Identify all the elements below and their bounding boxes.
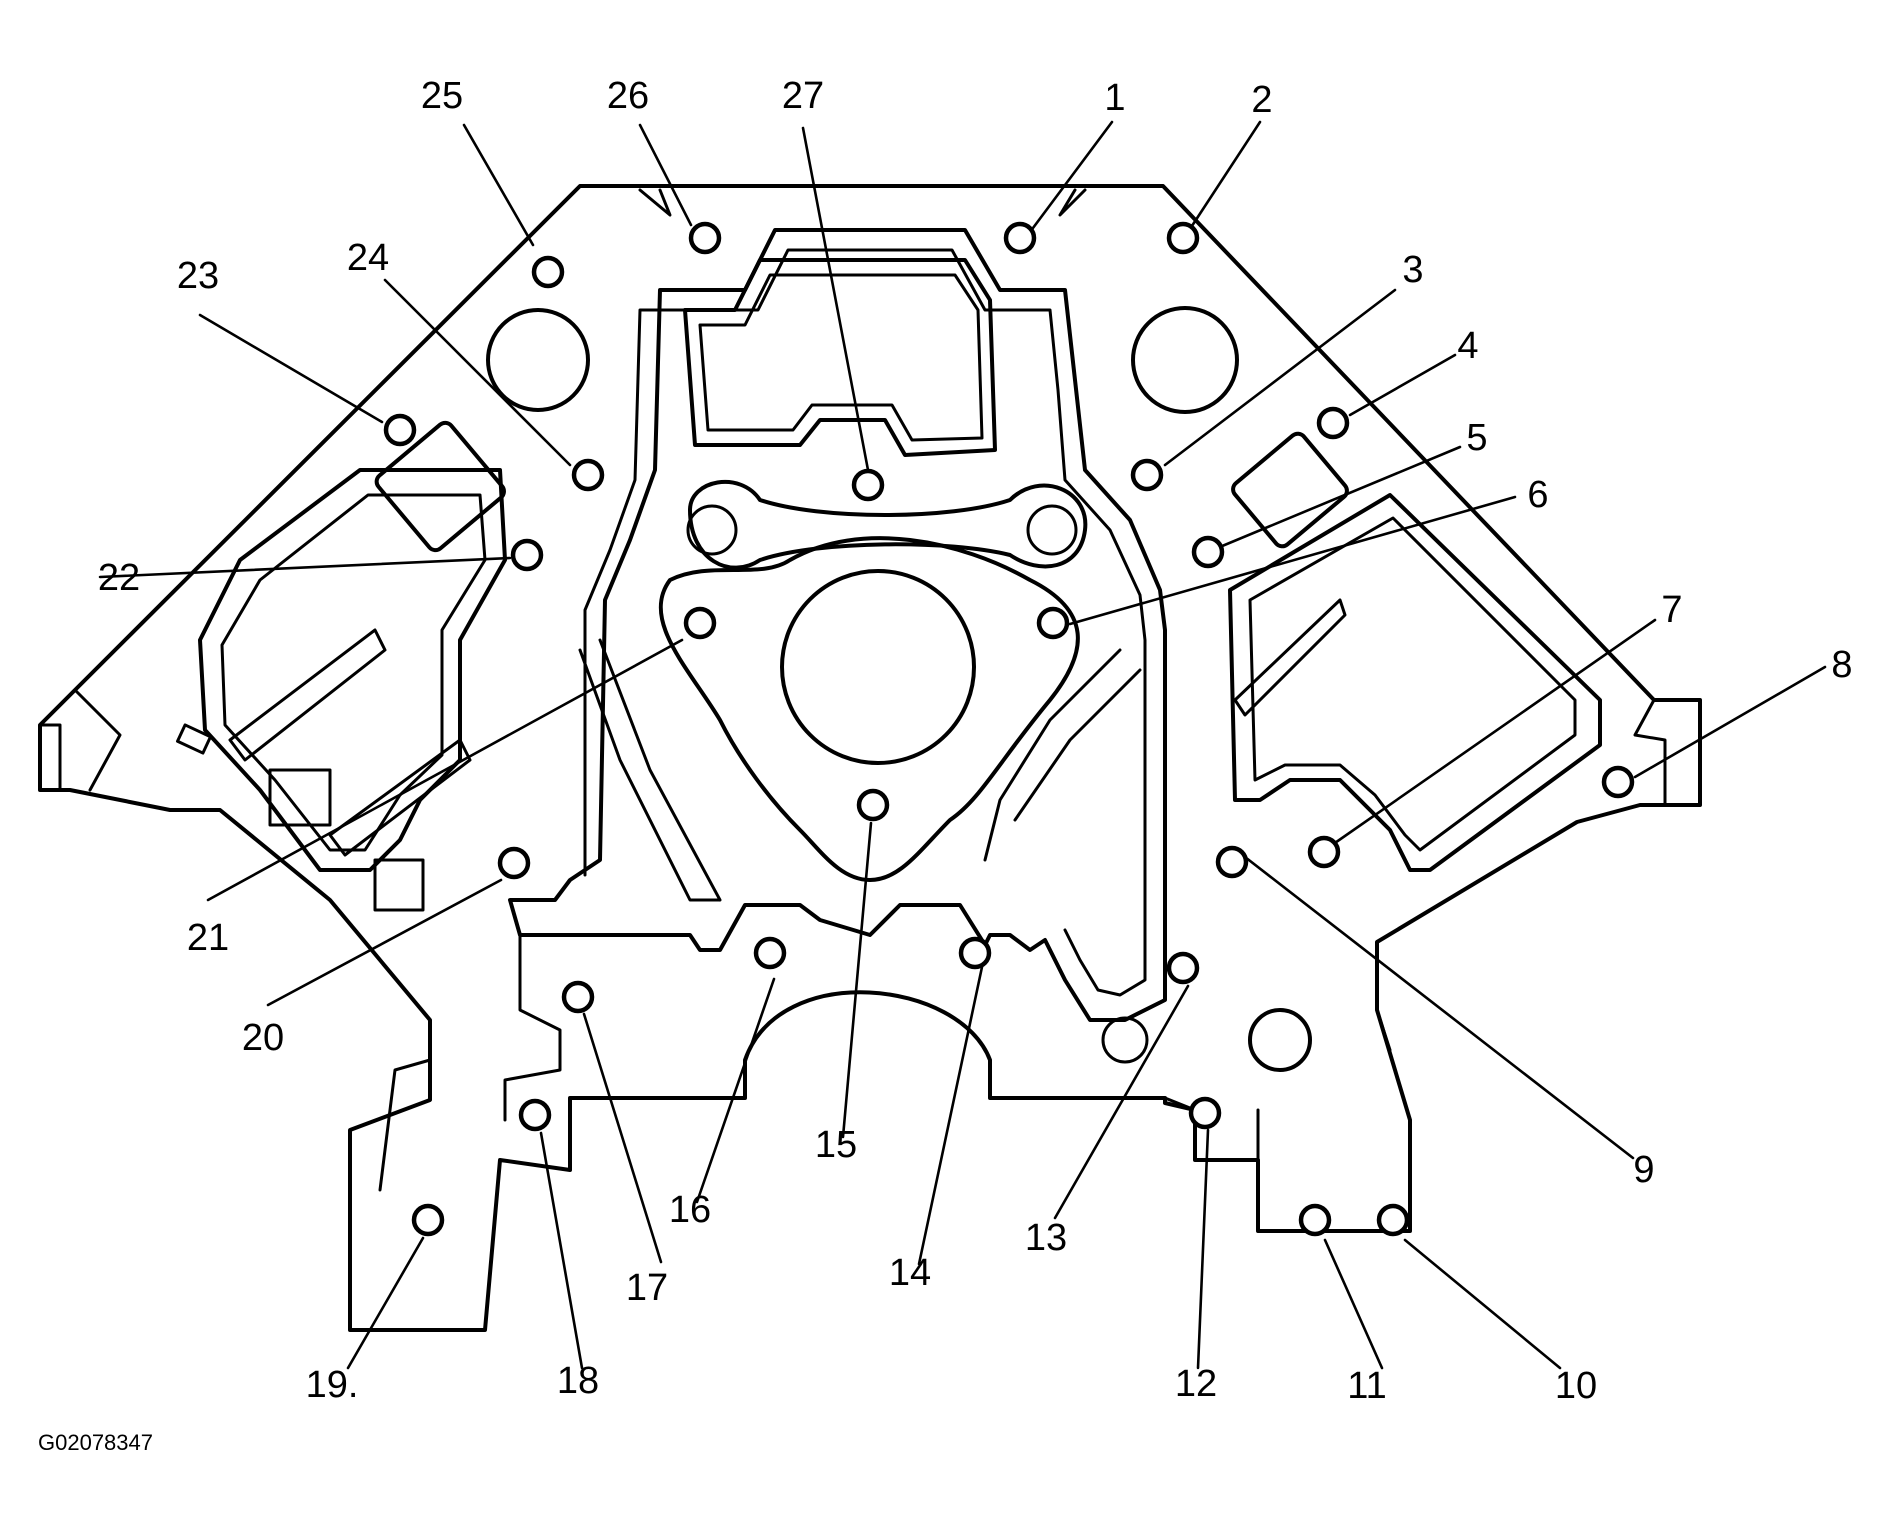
callout-label: 17 [626,1267,668,1309]
callout-label: 1 [1104,77,1125,119]
callout-label: 3 [1402,249,1423,291]
top-notch-right [1058,188,1087,217]
left-stub [38,688,122,792]
bolt-hole-3 [1130,458,1164,492]
bolt-hole-17 [561,980,595,1014]
callout-label: 21 [187,917,229,959]
bolt-hole-15 [856,788,890,822]
bolt-hole-16 [753,936,787,970]
callout-label: 11 [1347,1365,1386,1407]
callout-label: 20 [242,1017,284,1059]
bolt-hole-4 [1316,406,1350,440]
camshaft-bore [780,569,976,765]
bolt-hole-12 [1188,1096,1222,1130]
left-square-cutout-b [373,858,425,912]
right-small-window [1231,431,1349,549]
callout-label: 6 [1527,474,1548,516]
thrust-plate-hole-right [1026,504,1078,556]
bolt-hole-26 [688,221,722,255]
center-recess-outer [508,228,1167,1022]
bolt-hole-1 [1003,221,1037,255]
upper-window-inner [698,273,984,442]
upper-window [683,258,997,457]
bolt-hole-10 [1376,1203,1410,1237]
left-small-slot [176,723,212,755]
bolt-hole-13 [1166,951,1200,985]
bolt-hole-22 [510,538,544,572]
figure-id: G02078347 [38,1430,153,1455]
right-window-inner [1248,516,1577,852]
upper-right-port [1131,306,1239,414]
thrust-plate-hole-left [686,504,738,556]
bolt-hole-20 [497,846,531,880]
bolt-hole-8 [1601,765,1635,799]
bolt-hole-6 [1036,606,1070,640]
callout-label: 10 [1555,1365,1597,1407]
bolt-hole-11 [1298,1203,1332,1237]
left-small-window [374,420,506,553]
bolt-hole-24 [571,458,605,492]
bolt-hole-25 [531,255,565,289]
cam-bore-flange [658,536,1080,882]
lower-right-port [1248,1008,1312,1072]
right-boss-rib [983,648,1142,862]
cam-thrust-plate [688,480,1088,570]
bolt-hole-21 [683,606,717,640]
callout-label: 5 [1466,417,1487,459]
bolt-hole-9 [1215,845,1249,879]
callout-label: 26 [607,75,649,117]
bolt-hole-19 [411,1203,445,1237]
callout-label: 16 [669,1189,711,1231]
right-window [1228,493,1602,872]
callout-label: 13 [1025,1217,1067,1259]
upper-left-port [486,308,590,412]
left-square-cutout-a [268,768,332,827]
bolt-holes [383,221,1635,1237]
callout-label: 7 [1661,589,1682,631]
callout-label: 8 [1831,644,1852,686]
callout-label: 14 [889,1252,931,1294]
bolt-hole-14 [958,936,992,970]
bolt-hole-2 [1166,221,1200,255]
left-slot-lower [328,738,472,857]
lower-left-detail [378,933,562,1192]
callout-label: 27 [782,75,824,117]
lower-right-detail [1163,1008,1392,1162]
lower-center-port [1101,1016,1149,1064]
bolt-hole-5 [1191,535,1225,569]
callout-label: 24 [347,237,389,279]
left-boss-rib [578,638,722,902]
left-window-inner [220,493,487,852]
right-slot [1233,598,1347,717]
callout-label: 22 [98,557,140,599]
bolt-hole-27 [851,468,885,502]
callout-label: 4 [1457,325,1478,367]
leader-lines [98,120,1827,1370]
left-slot-upper [228,628,387,762]
callout-label: 12 [1175,1363,1217,1405]
callout-label: 15 [815,1124,857,1166]
bolt-hole-23 [383,413,417,447]
callout-label: 19. [306,1364,359,1406]
callout-label: 18 [557,1360,599,1402]
center-recess-inner [583,248,1147,997]
callout-label: 9 [1633,1149,1654,1191]
bolt-hole-18 [518,1098,552,1132]
callout-label: 23 [177,255,219,297]
callout-label: 25 [421,75,463,117]
top-notch-left [638,188,672,217]
callout-labels: 1 2 3 4 5 6 7 8 9 10 11 12 13 14 15 16 1… [98,75,1853,1407]
callout-label: 2 [1251,79,1272,121]
bolt-hole-7 [1307,835,1341,869]
right-stub [1633,698,1667,807]
